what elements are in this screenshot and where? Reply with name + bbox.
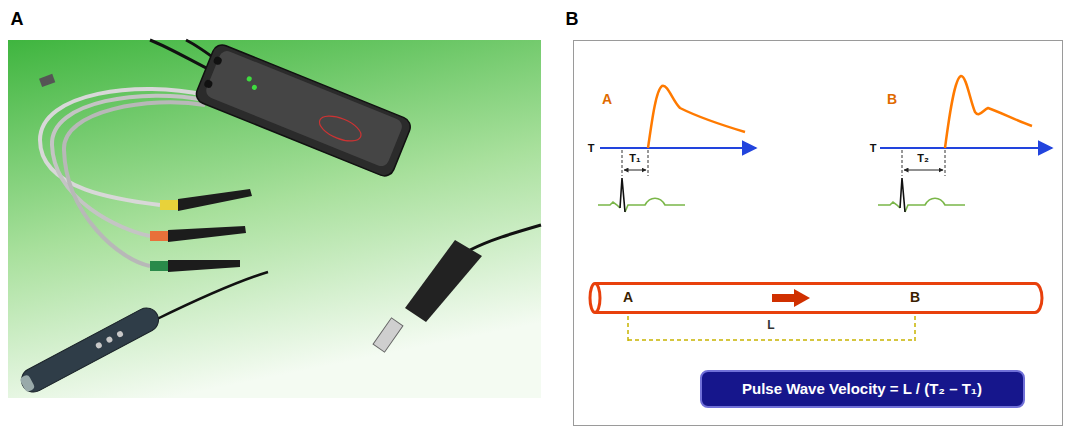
- interval-bracket: [624, 170, 646, 171]
- alligator-clip: [178, 189, 252, 211]
- pen-cable: [155, 272, 268, 320]
- site-label: B: [910, 290, 920, 305]
- pen-button: [105, 336, 113, 344]
- device-cable: [150, 40, 214, 72]
- ecg-spike: [900, 178, 905, 212]
- unit-housing: [193, 42, 413, 179]
- pen-tip: [19, 374, 35, 393]
- pen-button: [95, 341, 103, 349]
- usb-plug: [373, 318, 403, 352]
- acquisition-unit: [193, 42, 413, 179]
- dimension-line: [914, 316, 916, 344]
- pen-body: [17, 304, 162, 397]
- clip-sleeve: [150, 231, 168, 241]
- socket: [213, 56, 223, 66]
- pressure-wave: [648, 86, 745, 148]
- alligator-clip: [168, 226, 246, 242]
- timing-mark: [648, 150, 649, 176]
- interval-bracket: [904, 170, 943, 171]
- cable-connector: [39, 74, 55, 87]
- formula-text: Pulse Wave Velocity = L / (T₂ – T₁): [742, 381, 982, 398]
- artery-tube: AB: [588, 282, 1043, 314]
- interval-label: T₁: [629, 152, 640, 164]
- flow-arrow: [772, 294, 794, 302]
- tube-wall: [595, 284, 1042, 313]
- panel-letter: B: [566, 10, 579, 30]
- pen-button: [116, 330, 124, 338]
- pressure-wave: [945, 76, 1032, 148]
- unit-face: [204, 49, 404, 169]
- formula-box: Pulse Wave Velocity = L / (T₂ – T₁): [700, 370, 1025, 408]
- socket: [203, 79, 213, 89]
- site-label: A: [602, 92, 612, 107]
- lead-cable: [52, 96, 205, 236]
- tube-opening: [590, 284, 600, 313]
- axis-label: T: [870, 142, 877, 154]
- distance-label: L: [767, 319, 774, 332]
- status-led: [246, 76, 253, 83]
- interval-label: T₂: [917, 152, 929, 164]
- status-led: [251, 84, 258, 91]
- usb-cable: [470, 225, 541, 250]
- panel-letter: A: [11, 10, 24, 30]
- time-axis: [880, 147, 1052, 149]
- timing-mark: [622, 150, 623, 176]
- time-axis: [600, 147, 756, 149]
- site-label: B: [887, 92, 897, 107]
- clip-sleeve: [160, 200, 178, 210]
- dimension-line: [628, 339, 915, 341]
- lead-cable: [64, 102, 205, 266]
- flow-arrow: [794, 289, 810, 307]
- alligator-clip: [168, 260, 240, 272]
- ecg-spike: [620, 178, 625, 212]
- panel-frame: [574, 41, 1063, 426]
- timing-mark: [902, 150, 903, 176]
- tube-outline: [588, 282, 1043, 314]
- site-label: A: [623, 290, 633, 305]
- logo-mark: [316, 111, 364, 146]
- usb-dongle: [405, 240, 482, 322]
- clip-sleeve: [150, 261, 168, 271]
- ecg-trace: [878, 198, 965, 212]
- ecg-trace: [598, 198, 685, 212]
- tonometer-pen: [17, 304, 162, 397]
- timing-mark: [945, 150, 946, 176]
- photo-background: [8, 40, 541, 398]
- axis-label: T: [588, 142, 595, 154]
